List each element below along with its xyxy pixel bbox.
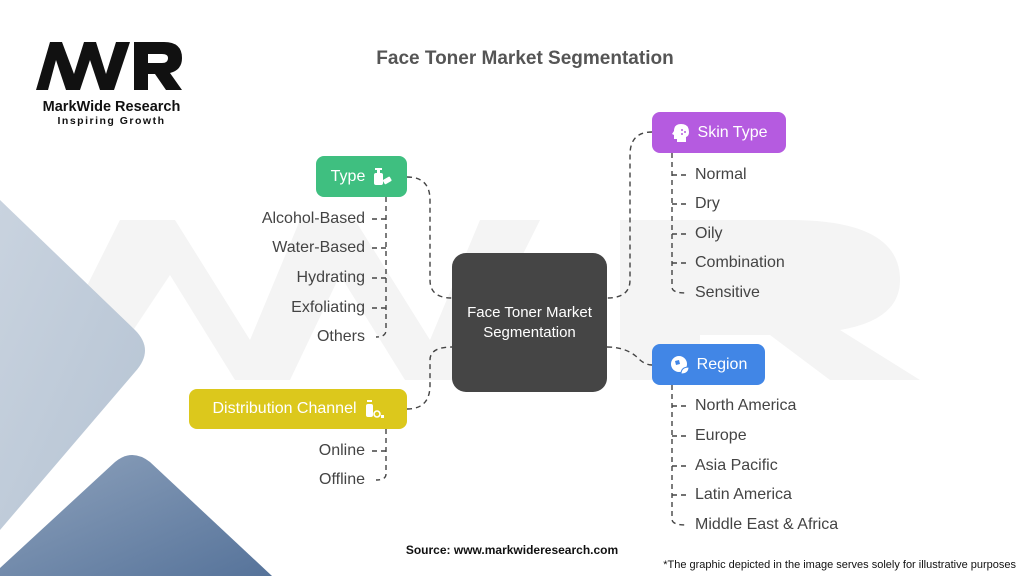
type-item: Alcohol-Based [261, 210, 365, 227]
region-item: North America [695, 397, 797, 414]
region-item: Latin America [695, 486, 792, 503]
distribution-item: Online [318, 442, 365, 459]
branch-distribution-label: Distribution Channel [212, 400, 357, 417]
branch-skin-type: Skin Type [652, 112, 786, 153]
connectors [370, 131, 688, 526]
logo-brand: MarkWide Research [42, 99, 181, 115]
region-item: Asia Pacific [695, 457, 778, 474]
branch-region-label: Region [696, 355, 748, 373]
type-item: Hydrating [296, 269, 365, 286]
skin-type-item: Combination [695, 254, 785, 271]
skin-type-item: Normal [695, 166, 747, 183]
skin-type-item: Sensitive [695, 284, 760, 301]
footnote: *The graphic depicted in the image serve… [663, 559, 1016, 571]
region-item: Europe [695, 427, 747, 444]
branch-type: Type [316, 156, 407, 197]
soap-bottle-icon [374, 167, 392, 185]
type-item: Water-Based [272, 239, 365, 256]
watermark-shape [40, 220, 920, 380]
decor-light-shape [0, 200, 145, 530]
branch-region: Region [652, 344, 765, 385]
branch-skin-type-label: Skin Type [697, 123, 768, 141]
center-node: Face Toner Market Segmentation [452, 253, 607, 392]
page-title: Face Toner Market Segmentation [376, 48, 674, 69]
face-icon [671, 123, 689, 142]
globe-leaf-icon [670, 355, 690, 375]
logo-mark [36, 42, 182, 90]
source-text: Source: www.markwideresearch.com [405, 543, 619, 557]
logo: MarkWide Research Inspiring Growth [34, 40, 189, 127]
branch-distribution-channel: Distribution Channel [189, 389, 407, 429]
chemical-o2-icon [365, 400, 384, 418]
skin-type-item: Oily [695, 225, 723, 242]
branch-type-label: Type [330, 167, 366, 185]
logo-tagline: Inspiring Growth [57, 115, 166, 127]
type-item: Others [316, 328, 365, 345]
center-label: Face Toner Market Segmentation [467, 303, 592, 341]
region-item: Middle East & Africa [695, 516, 839, 533]
type-item: Exfoliating [291, 299, 365, 316]
decor-dark-shape [0, 455, 272, 576]
distribution-item: Offline [319, 471, 365, 488]
skin-type-item: Dry [695, 195, 720, 212]
